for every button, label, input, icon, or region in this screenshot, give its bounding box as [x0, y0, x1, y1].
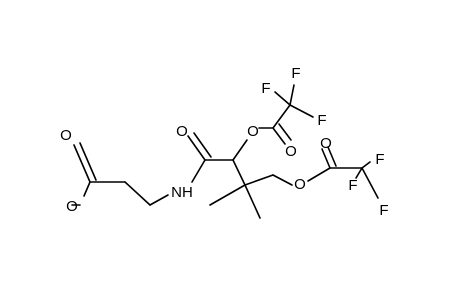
- bond-amide-c-o-2: [193, 132, 212, 158]
- atom-label-ester1-f-top: F: [291, 65, 300, 82]
- bond-amide-c-o-1: [187, 135, 206, 161]
- bond-ch2a-ch2b: [124, 181, 151, 206]
- bond-o-carbonyl: [83, 181, 91, 197]
- atom-label-ester2-f-top: F: [375, 151, 384, 168]
- bond-lines: [71, 84, 379, 219]
- atom-label-ester1-o: O: [247, 123, 259, 140]
- bond-n-amide-c: [191, 159, 206, 183]
- bond-ester-c-o-2: [79, 142, 97, 181]
- atom-label-ester1-f-right: F: [317, 112, 326, 129]
- bond-ch2-o2: [272, 174, 293, 186]
- bond-cq-ch2: [244, 174, 274, 186]
- bond-c2-o-1: [321, 148, 331, 169]
- bond-cq-me2: [244, 184, 261, 219]
- atom-label-ester2-f-bottom: F: [379, 202, 388, 219]
- bond-o2-c2: [307, 167, 331, 182]
- atom-label-ester-carbonyl-o: O: [60, 127, 72, 144]
- bond-cf3b-f2: [355, 167, 363, 179]
- atom-label-ester2-carbonyl-o: O: [320, 135, 332, 152]
- bond-ester-c-o-1: [73, 144, 91, 183]
- bond-cf3b-f1: [361, 161, 371, 169]
- atom-label-amide-n: NH: [171, 184, 193, 201]
- bond-cf3b-f3: [361, 167, 379, 199]
- atom-label-ester2-f-left: F: [348, 177, 357, 194]
- bond-c1-o-1: [272, 127, 286, 145]
- atom-label-ester1-f-top-left: F: [261, 80, 270, 97]
- bond-c1-o-2: [278, 123, 292, 141]
- bond-cf3a-f2: [289, 84, 295, 106]
- bond-ca-cq: [232, 159, 246, 186]
- atom-label-ester-ether-o: O: [66, 198, 78, 215]
- bond-ca-o1: [232, 139, 248, 161]
- bond-c2-o-2: [327, 146, 337, 167]
- bond-cq-me1: [209, 184, 246, 206]
- bond-ch2b-n: [149, 194, 169, 206]
- atom-label-ester1-carbonyl-o: O: [285, 143, 297, 160]
- atom-label-amide-carbonyl-o: O: [176, 123, 188, 140]
- bond-cf3a-f3: [289, 104, 314, 118]
- atom-labels: O O NH O O O F F F O O F F F: [60, 65, 388, 219]
- atom-label-ester2-o: O: [294, 176, 306, 193]
- bond-cf3a-f1: [274, 91, 291, 106]
- bond-c1-cf3a: [272, 104, 291, 129]
